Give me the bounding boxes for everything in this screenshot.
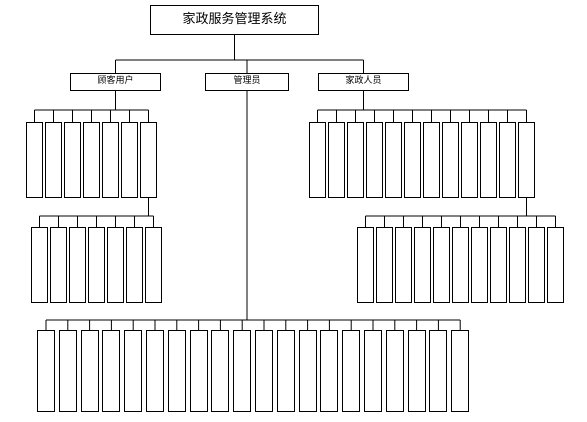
customer-personal-item-1	[31, 227, 48, 303]
customer-personal-item-4	[88, 227, 105, 303]
staff-item-1	[309, 122, 326, 198]
admin-item-13	[298, 330, 317, 412]
admin-item-18	[407, 330, 426, 412]
customer-item-1	[26, 122, 43, 198]
customer-item-6	[121, 122, 138, 198]
admin-item-12	[276, 330, 295, 412]
staff-personal-item-11	[547, 227, 564, 303]
staff-personal-item-4	[414, 227, 431, 303]
admin-item-16	[364, 330, 382, 412]
staff-item-3	[347, 122, 364, 198]
admin-item-5	[124, 330, 143, 412]
staff-item-4	[366, 122, 383, 198]
admin-item-8	[189, 330, 208, 412]
staff-item-7	[423, 122, 440, 198]
staff-item-11	[499, 122, 516, 198]
customer-item-7	[140, 122, 157, 198]
staff-personal-item-7	[471, 227, 488, 303]
staff-personal-item-8	[490, 227, 507, 303]
customer-item-2	[45, 122, 62, 198]
staff-item-6	[404, 122, 421, 198]
admin-item-10	[233, 330, 252, 412]
customer-item-5	[102, 122, 119, 198]
admin-item-2	[58, 330, 77, 412]
customer-personal-item-6	[126, 227, 143, 303]
staff-item-12	[518, 122, 535, 198]
staff-item-10	[480, 122, 497, 198]
admin-item-6	[146, 330, 164, 412]
customer-personal-item-7	[145, 227, 162, 303]
admin-item-4	[102, 330, 121, 412]
admin-item-17	[385, 330, 404, 412]
staff-personal-item-1	[357, 227, 374, 303]
admin-item-20	[451, 330, 470, 412]
staff-personal-item-2	[376, 227, 393, 303]
group-staff-node: 家政人员	[318, 73, 409, 91]
admin-item-7	[167, 330, 186, 412]
staff-item-9	[461, 122, 478, 198]
root-node: 家政服务管理系统	[150, 5, 319, 35]
group-admin-node: 管理员	[205, 73, 289, 91]
customer-personal-item-2	[50, 227, 67, 303]
staff-personal-item-6	[452, 227, 469, 303]
customer-item-4	[83, 122, 100, 198]
staff-personal-item-9	[509, 227, 526, 303]
customer-item-3	[64, 122, 81, 198]
staff-personal-item-3	[395, 227, 412, 303]
staff-item-5	[385, 122, 402, 198]
admin-item-3	[80, 330, 99, 412]
admin-item-14	[320, 330, 339, 412]
admin-item-11	[255, 330, 273, 412]
admin-item-9	[211, 330, 230, 412]
customer-personal-item-3	[69, 227, 86, 303]
staff-personal-item-5	[433, 227, 450, 303]
admin-item-15	[342, 330, 361, 412]
group-customer-node: 顾客用户	[70, 73, 161, 91]
staff-personal-item-10	[528, 227, 545, 303]
staff-item-8	[442, 122, 459, 198]
admin-item-19	[429, 330, 448, 412]
staff-item-2	[328, 122, 345, 198]
customer-personal-item-5	[107, 227, 124, 303]
admin-item-1	[37, 330, 55, 412]
